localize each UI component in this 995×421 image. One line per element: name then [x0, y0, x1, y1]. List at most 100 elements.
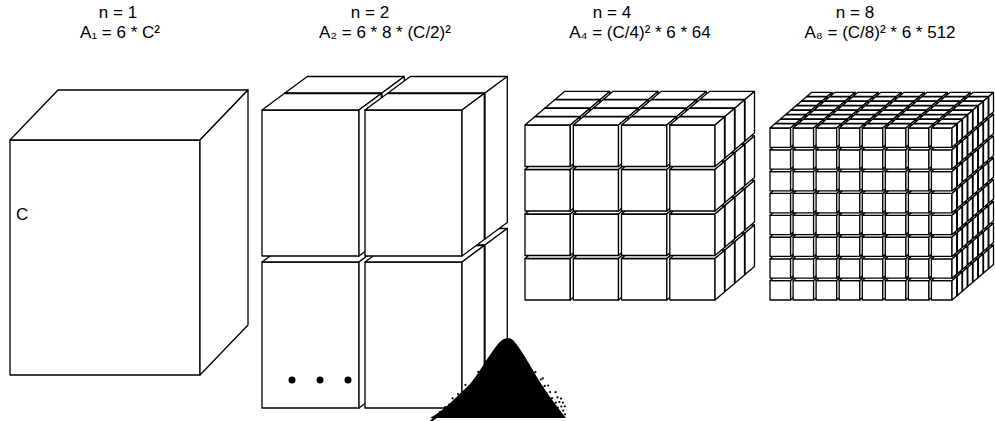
cube-face [931, 259, 952, 278]
sand-grain [547, 384, 549, 386]
sand-grain [536, 380, 538, 382]
cube-face [984, 250, 989, 273]
sand-grain [511, 376, 513, 378]
edge-label: C [16, 206, 28, 225]
sand-pile [426, 338, 566, 421]
sand-grain [433, 418, 435, 420]
cube-face [989, 136, 994, 159]
cube-face [839, 128, 860, 147]
sand-grain [549, 406, 551, 408]
sand-grain [441, 414, 443, 416]
sand-grain [534, 371, 536, 373]
sand-grain [511, 413, 513, 415]
cube-face [989, 158, 994, 181]
sand-grain [527, 366, 529, 368]
sand-grain [538, 389, 540, 391]
cube-face [816, 237, 837, 256]
sand-grain [467, 405, 469, 407]
cube-face [670, 259, 715, 301]
cube-face [839, 150, 860, 169]
sand-grain [490, 388, 492, 390]
sand-grain [514, 352, 516, 354]
sand-grain [559, 411, 561, 413]
cube-face [525, 214, 570, 256]
cube-face [839, 259, 860, 278]
cube-face [968, 132, 973, 155]
cube-face [793, 259, 814, 278]
cube-face [770, 215, 791, 234]
sand-grain [476, 387, 478, 389]
cube-face [622, 259, 667, 301]
cube-face [200, 90, 248, 375]
sand-grain [477, 371, 479, 373]
cube-face [365, 110, 462, 256]
sand-grain [448, 414, 450, 416]
cube-face [573, 125, 618, 167]
cube-face [793, 215, 814, 234]
sand-grain [512, 390, 514, 392]
cube-face [770, 259, 791, 278]
cube-face [262, 262, 359, 408]
sand-grain [560, 405, 562, 407]
sand-grain [448, 408, 450, 410]
cube-face [745, 91, 755, 141]
sand-grain [476, 408, 478, 410]
cube-face [957, 250, 962, 273]
sand-grain [439, 411, 441, 413]
cube-face [725, 197, 735, 247]
sand-grain [444, 406, 446, 408]
sand-grain [501, 370, 503, 372]
cube-face [793, 281, 814, 300]
formula-label: n = 2 [351, 4, 389, 23]
cube-face [793, 128, 814, 147]
cube-face [816, 128, 837, 147]
cube-face [839, 193, 860, 212]
cube-face [957, 119, 962, 142]
cube-face [525, 125, 570, 167]
cube-face [908, 128, 929, 147]
cube-face [816, 281, 837, 300]
sand-grain [509, 362, 511, 364]
cube-face [770, 150, 791, 169]
cube-face [908, 172, 929, 191]
cube-face [973, 193, 978, 216]
cube-face [885, 150, 906, 169]
cube-face [262, 110, 359, 256]
sand-grain [544, 413, 546, 415]
sand-grain [463, 396, 465, 398]
sand-grain [461, 413, 463, 415]
cube-face [984, 141, 989, 164]
sand-grain [478, 415, 480, 417]
sand-grain [446, 407, 448, 409]
sand-grain [535, 405, 537, 407]
sand-grain [450, 410, 452, 412]
sand-grain [496, 402, 498, 404]
sand-grain [544, 385, 546, 387]
sand-grain [465, 414, 467, 416]
cube-face [931, 172, 952, 191]
cube-face [622, 214, 667, 256]
cube-face [984, 206, 989, 229]
cube-face [908, 237, 929, 256]
sand-grain [527, 391, 529, 393]
sand-grain [479, 401, 481, 403]
cube-face [973, 150, 978, 173]
formula-label: n = 8 [836, 4, 874, 23]
sand-grain [489, 406, 491, 408]
cube-face [908, 281, 929, 300]
sand-grain [536, 414, 538, 416]
sand-grain [518, 410, 520, 412]
cube-face [885, 259, 906, 278]
sand-grain [555, 402, 557, 404]
formula-label: A₁ = 6 * C² [80, 24, 160, 43]
sand-grain [470, 389, 472, 391]
cube-face [525, 259, 570, 301]
sand-grain [551, 412, 553, 414]
formula-label: A₄ = (C/4)² * 6 * 64 [569, 24, 711, 43]
cube-face [931, 281, 952, 300]
sand-grain [466, 389, 468, 391]
sand-grain [468, 394, 470, 396]
sand-grain [501, 349, 503, 351]
sand-grain [437, 414, 439, 416]
cube-face [745, 180, 755, 230]
